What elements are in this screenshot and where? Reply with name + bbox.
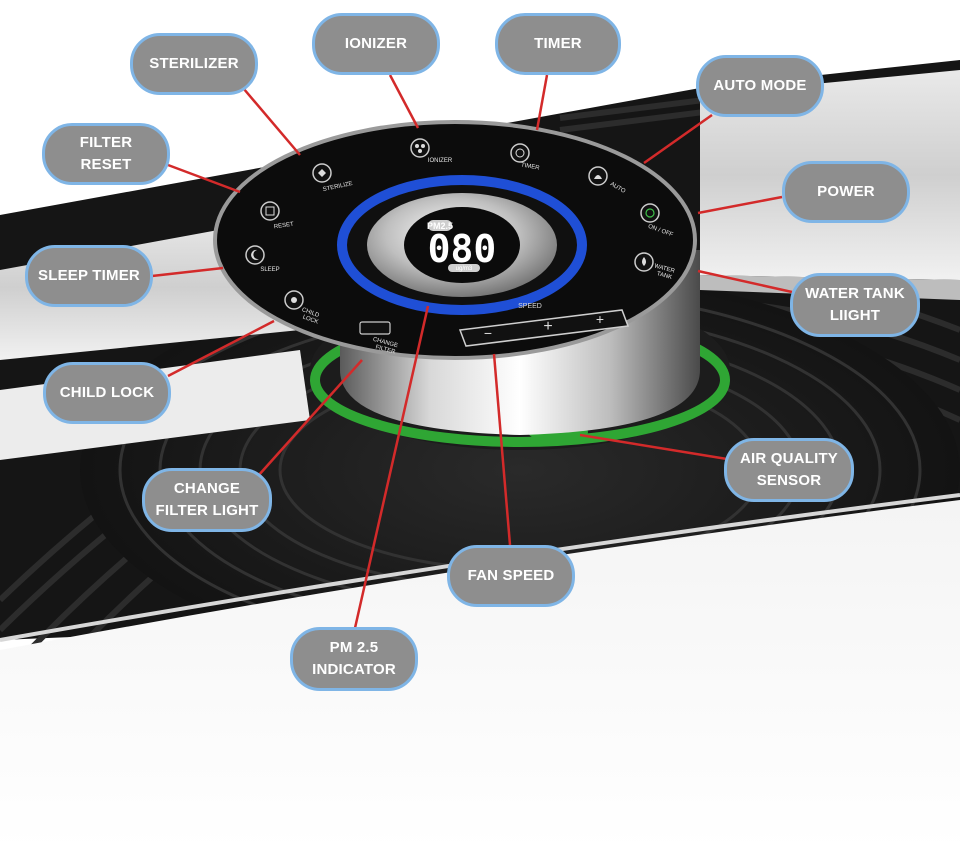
ionizer-button-icon[interactable] bbox=[410, 138, 430, 158]
callout-water-tank-line2: LIIGHT bbox=[829, 307, 881, 324]
callout-child-lock-text: CHILD LOCK bbox=[59, 384, 155, 401]
leader-timer bbox=[535, 74, 549, 131]
speed-control[interactable] bbox=[458, 309, 630, 347]
leader-pm-indicator bbox=[353, 305, 430, 629]
leader-fan-speed bbox=[492, 353, 512, 546]
sleep-label: SLEEP bbox=[260, 267, 279, 273]
water-drop-icon bbox=[642, 257, 646, 266]
callout-change-filter-line2: FILTER LIGHT bbox=[155, 502, 259, 519]
leader-power bbox=[697, 195, 783, 215]
callout-fan-speed-text: FAN SPEED bbox=[467, 567, 555, 584]
speed-plus-button-2[interactable]: + bbox=[596, 311, 604, 327]
power-icon bbox=[645, 208, 655, 218]
callout-air-quality-line1: AIR QUALITY bbox=[739, 450, 839, 467]
callout-timer-text: TIMER bbox=[534, 35, 582, 52]
pm-unit: ug/m3 bbox=[456, 266, 473, 272]
child-lock-label-2: LOCK bbox=[302, 314, 319, 325]
power-button-icon[interactable] bbox=[640, 203, 660, 223]
water-tank-label-2: TANK bbox=[656, 271, 673, 281]
callout-power-text: POWER bbox=[817, 183, 875, 200]
ionizer-label: IONIZER bbox=[428, 158, 453, 164]
timer-button-icon[interactable] bbox=[510, 143, 530, 163]
callout-child-lock: CHILD LOCK bbox=[43, 362, 171, 424]
leader-air-quality bbox=[579, 433, 728, 461]
leader-change-filter bbox=[257, 359, 363, 477]
callout-pm-indicator: PM 2.5 INDICATOR bbox=[290, 627, 418, 691]
callout-air-quality-line2: SENSOR bbox=[756, 472, 822, 489]
pm-value: 080 bbox=[428, 227, 497, 271]
callout-sterilizer: STERILIZER bbox=[130, 33, 258, 95]
callout-change-filter: CHANGE FILTER LIGHT bbox=[142, 468, 272, 532]
callout-fan-speed: FAN SPEED bbox=[447, 545, 575, 607]
callout-pm-line2: INDICATOR bbox=[312, 661, 396, 678]
callout-filter-reset-text: FILTER RESET bbox=[79, 134, 133, 173]
pm-label: PM2.5 bbox=[427, 221, 453, 231]
reset-button-icon[interactable] bbox=[260, 201, 280, 221]
lock-icon bbox=[291, 297, 297, 303]
callout-filter-reset: FILTER RESET bbox=[42, 123, 170, 185]
callout-air-quality: AIR QUALITY SENSOR bbox=[724, 438, 854, 502]
callout-sleep-timer: SLEEP TIMER bbox=[25, 245, 153, 307]
callout-ionizer-text: IONIZER bbox=[344, 35, 408, 52]
callout-water-tank: WATER TANK LIIGHT bbox=[790, 273, 920, 337]
leader-sterilizer bbox=[237, 81, 301, 156]
callout-power: POWER bbox=[782, 161, 910, 223]
leaf-icon bbox=[594, 175, 602, 179]
change-filter-label-2: FILTER bbox=[375, 345, 397, 356]
timer-label: TIMER bbox=[520, 162, 540, 171]
leader-filter-reset bbox=[167, 163, 241, 194]
filter-icon bbox=[265, 206, 275, 216]
callout-change-filter-line1: CHANGE bbox=[173, 480, 241, 497]
speed-label: SPEED bbox=[518, 303, 542, 310]
callout-sterilizer-text: STERILIZER bbox=[149, 55, 239, 72]
callout-ionizer: IONIZER bbox=[312, 13, 440, 75]
leader-auto-mode bbox=[643, 113, 713, 165]
callout-sleep-timer-text: SLEEP TIMER bbox=[38, 267, 140, 284]
leader-water-tank bbox=[697, 269, 793, 294]
reset-label: RESET bbox=[274, 222, 295, 231]
front-body bbox=[0, 500, 960, 850]
moon-icon bbox=[251, 249, 259, 260]
sleep-button-icon[interactable] bbox=[245, 245, 265, 265]
leader-ionizer bbox=[388, 74, 420, 129]
callout-water-tank-line1: WATER TANK bbox=[805, 285, 905, 302]
callout-auto-mode-text: AUTO MODE bbox=[713, 77, 807, 94]
change-filter-light-icon bbox=[359, 321, 391, 335]
speed-plus-button[interactable]: + bbox=[543, 318, 552, 335]
callout-pm-line1: PM 2.5 bbox=[329, 639, 379, 656]
water-tank-label-1: WATER bbox=[653, 263, 675, 274]
leader-child-lock bbox=[167, 319, 275, 378]
leader-sleep-timer bbox=[151, 266, 224, 278]
leader-lines bbox=[151, 74, 793, 629]
callout-auto-mode: AUTO MODE bbox=[696, 55, 824, 117]
callout-timer: TIMER bbox=[495, 13, 621, 75]
speed-minus-button[interactable]: − bbox=[484, 325, 492, 341]
heart-icon bbox=[318, 169, 326, 177]
